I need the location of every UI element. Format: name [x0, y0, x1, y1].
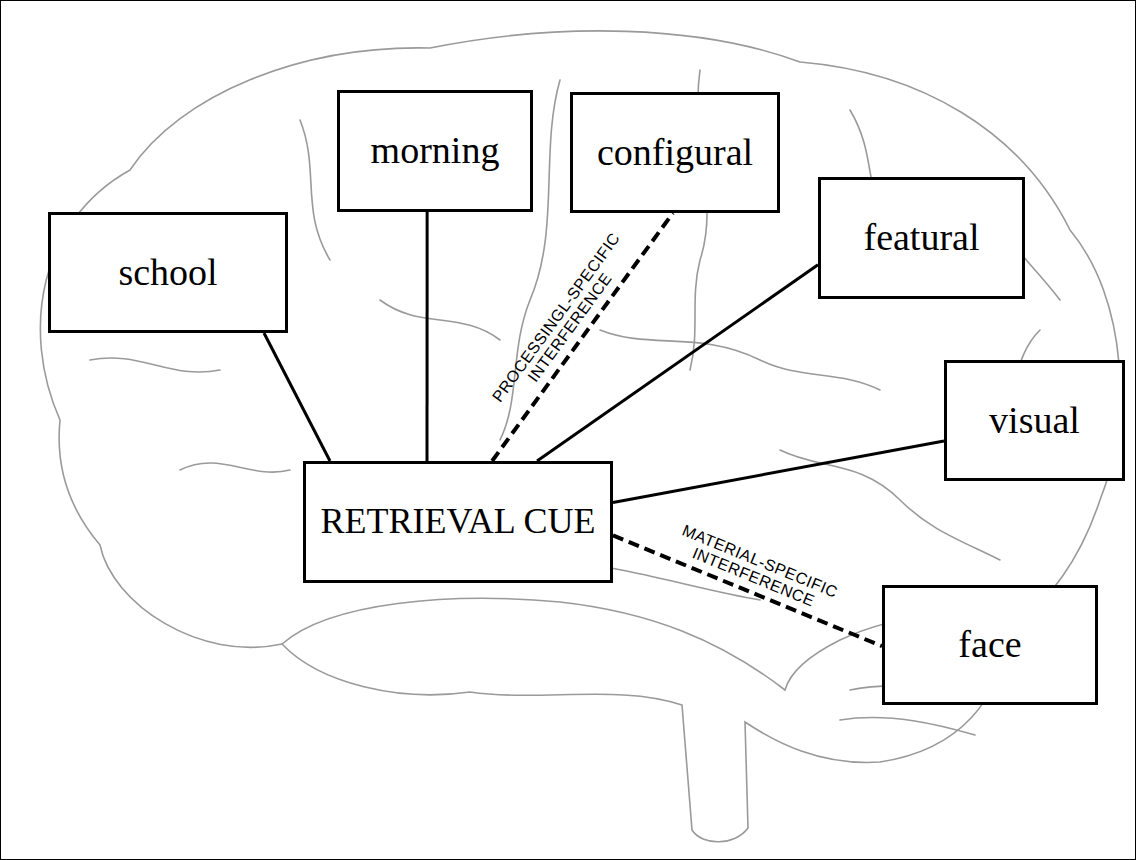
concept-box: morning [337, 90, 533, 212]
concept-box: configural [570, 92, 780, 213]
association-connector [426, 212, 429, 461]
concept-box: RETRIEVAL CUE [303, 461, 613, 583]
concept-box: school [48, 212, 288, 333]
interference-label: MATERIAL-SPECIFIC INTERFERENCE [671, 521, 842, 617]
interference-connector [492, 213, 673, 461]
concept-label: school [118, 251, 217, 295]
association-connector [537, 265, 818, 461]
concept-label: face [958, 623, 1021, 667]
concept-box: visual [944, 360, 1125, 481]
association-connector [264, 333, 330, 461]
concept-label: featural [863, 216, 979, 260]
concept-label: morning [371, 129, 500, 173]
concept-box: face [882, 585, 1098, 705]
association-connector [613, 441, 944, 502]
interference-connector [613, 535, 882, 646]
interference-label: PROCESSINGL-SPECIFIC INTERFERENCE [489, 229, 639, 418]
concept-box: featural [818, 177, 1025, 299]
concept-label: configural [597, 131, 753, 175]
concept-label: RETRIEVAL CUE [321, 501, 596, 542]
concept-label: visual [989, 399, 1080, 443]
